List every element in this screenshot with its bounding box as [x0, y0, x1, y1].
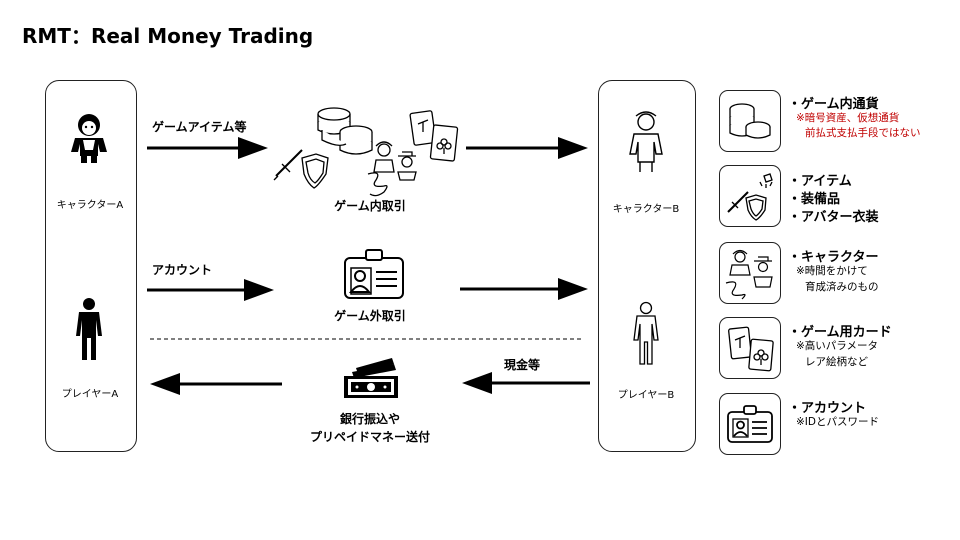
arrow-items-left [147, 137, 268, 159]
player-b-label: プレイヤーB [617, 390, 675, 401]
legend-card-character [719, 242, 781, 304]
legend-note-currency-1: ※暗号資産、仮想通貨 [796, 112, 900, 124]
payment-label-line1: 銀行振込や [339, 412, 400, 426]
legend-title-currency: ・ゲーム内通貨 [788, 97, 879, 112]
legend-card-currency [719, 90, 781, 152]
legend-note-character-1: ※時間をかけて [796, 265, 868, 277]
arrow-cash-left [150, 373, 282, 395]
legend-note-cards-1: ※高いパラメータ [796, 340, 878, 352]
person-icon [73, 298, 105, 366]
cards-icon [409, 110, 459, 162]
id-card-icon [343, 248, 405, 304]
coins-icon [729, 103, 771, 139]
characters-icon [367, 141, 417, 197]
arrow-items-right [466, 137, 588, 159]
legend-title-character: ・キャラクター [788, 250, 879, 265]
legend-title-items: ・アイテム [788, 174, 852, 189]
in-game-trade-label: ゲーム内取引 [334, 199, 406, 213]
sword-shield-icon [273, 149, 329, 189]
legend-note-currency-2: 前払式支払手段ではない [805, 127, 921, 139]
legend-card-account [719, 393, 781, 455]
arrow-cash-right [462, 372, 590, 394]
payment-label-line2: プリペイドマネー送付 [309, 430, 430, 444]
id-card-icon [727, 405, 773, 443]
legend-title-account: ・アカウント [788, 401, 867, 416]
player-a-label: プレイヤーA [61, 389, 119, 400]
page-title: RMT：Real Money Trading [22, 24, 314, 48]
legend-note-account: ※IDとパスワード [796, 416, 879, 428]
account-flow-label: アカウント [152, 263, 213, 277]
right-column [598, 80, 696, 452]
in-game-items-cluster [272, 100, 472, 204]
legend-title-cards: ・ゲーム用カード [788, 325, 892, 340]
legend-note-character-2: 育成済みのもの [805, 281, 879, 293]
out-game-trade-label: ゲーム外取引 [334, 309, 406, 323]
caveman-icon [67, 112, 111, 168]
sword-shield-icon [727, 173, 773, 221]
banknote-icon [340, 356, 402, 406]
game-items-label: ゲームアイテム等 [152, 120, 247, 134]
character-b-label: キャラクターB [612, 204, 680, 215]
characters-icon [725, 249, 773, 300]
cards-icon [728, 326, 774, 372]
arrow-account-right [460, 278, 588, 300]
coins-icon [317, 107, 373, 155]
cash-label: 現金等 [504, 358, 541, 372]
legend-title-avatar: ・アバター衣装 [788, 210, 879, 225]
legend-card-cards [719, 317, 781, 379]
legend-title-equipment: ・装備品 [788, 192, 841, 207]
character-outline-icon [624, 110, 668, 178]
character-a-label: キャラクターA [56, 200, 124, 211]
person-outline-icon [630, 301, 662, 370]
legend-note-cards-2: レア絵柄など [805, 356, 868, 368]
legend-card-items [719, 165, 781, 227]
arrow-account-left [147, 279, 274, 301]
